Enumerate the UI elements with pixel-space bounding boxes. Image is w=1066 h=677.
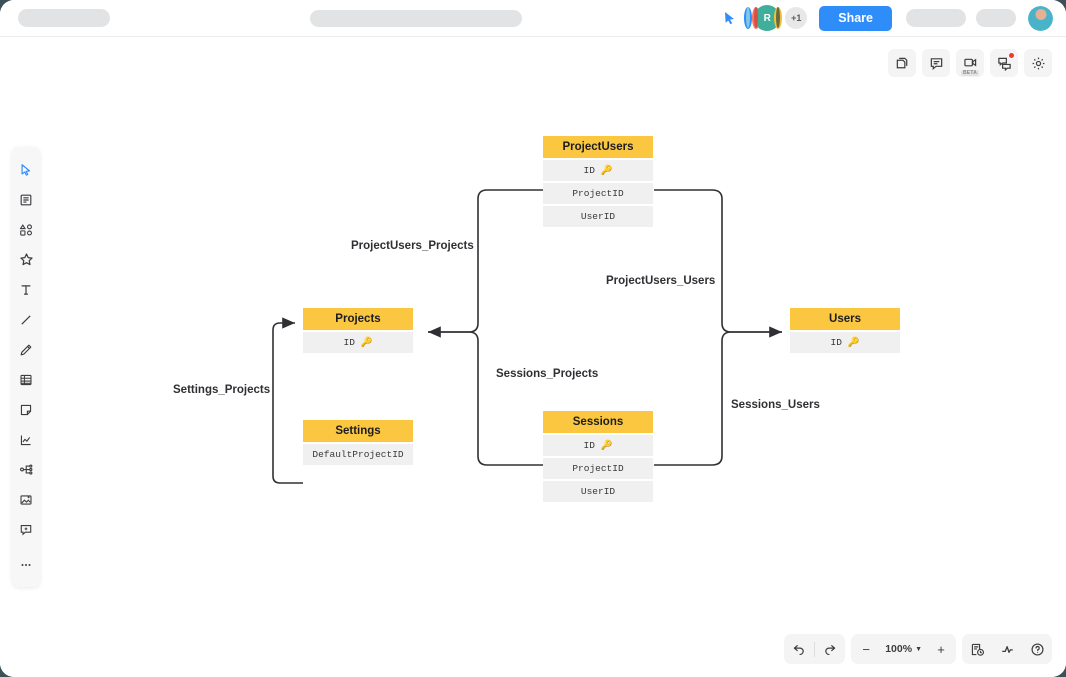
- redo-button[interactable]: [815, 634, 845, 664]
- history-button-group: [962, 634, 1052, 664]
- zoom-controls: − 100% ▼ +: [851, 634, 956, 664]
- connector-settings-projects: [272, 317, 303, 484]
- avatar-collaborator-1[interactable]: [744, 7, 753, 29]
- note-tool[interactable]: [12, 395, 40, 424]
- connector-projectusers-users: [654, 189, 782, 338]
- cursor-tool[interactable]: [12, 155, 40, 184]
- erd-row: ProjectID: [543, 183, 653, 204]
- erd-table-title: ProjectUsers: [543, 136, 653, 158]
- erd-row: ProjectID: [543, 458, 653, 479]
- erd-row: ID 🔑: [543, 435, 653, 456]
- table-tool[interactable]: [12, 365, 40, 394]
- relationship-connectors: [272, 189, 782, 484]
- erd-table-title: Sessions: [543, 411, 653, 433]
- pen-tool[interactable]: [12, 335, 40, 364]
- image-tool[interactable]: [12, 485, 40, 514]
- shapes-tool[interactable]: [12, 215, 40, 244]
- notification-dot: [1009, 53, 1014, 58]
- relationship-label-projectusers-projects[interactable]: ProjectUsers_Projects: [351, 240, 474, 252]
- erd-table-project-users[interactable]: ProjectUsers ID 🔑 ProjectID UserID: [543, 136, 653, 227]
- board-title-placeholder[interactable]: [310, 9, 523, 27]
- relationship-label-sessions-users[interactable]: Sessions_Users: [731, 399, 820, 411]
- erd-table-settings[interactable]: Settings DefaultProjectID: [303, 420, 413, 465]
- history-icon[interactable]: [962, 634, 992, 664]
- erd-row: ID 🔑: [790, 332, 900, 353]
- cursor-pointer-icon: [725, 12, 735, 25]
- erd-table-projects[interactable]: Projects ID 🔑: [303, 308, 413, 353]
- help-icon[interactable]: [1022, 634, 1052, 664]
- topbar-action-placeholder-2[interactable]: [976, 9, 1016, 27]
- canvas[interactable]: BETA: [0, 37, 1066, 677]
- relationship-label-projectusers-users[interactable]: ProjectUsers_Users: [606, 275, 716, 287]
- zoom-in-button[interactable]: +: [937, 641, 945, 657]
- avatar-initial: R: [756, 7, 779, 29]
- mindmap-tool[interactable]: [12, 455, 40, 484]
- zoom-out-button[interactable]: −: [862, 641, 870, 657]
- relationship-label-sessions-projects[interactable]: Sessions_Projects: [496, 368, 599, 380]
- line-tool[interactable]: [12, 305, 40, 334]
- topbar-action-placeholder-1[interactable]: [906, 9, 966, 27]
- erd-row: UserID: [543, 481, 653, 502]
- undo-button[interactable]: [784, 634, 814, 664]
- erd-table-title: Settings: [303, 420, 413, 442]
- er-diagram: ProjectUsers ID 🔑 ProjectID UserID Proje…: [0, 37, 1066, 677]
- zoom-level-dropdown[interactable]: 100% ▼: [881, 643, 926, 655]
- zoom-level-value: 100%: [885, 643, 913, 655]
- erd-row: UserID: [543, 206, 653, 227]
- top-bar: R +1 Share: [0, 0, 1066, 37]
- relationship-label-settings-projects[interactable]: Settings_Projects: [173, 384, 271, 396]
- comment-icon[interactable]: [922, 49, 950, 77]
- erd-table-title: Projects: [303, 308, 413, 330]
- history-controls: [784, 634, 846, 664]
- chat-icon[interactable]: [990, 49, 1018, 77]
- comment-add-tool[interactable]: [12, 515, 40, 544]
- toolbar-divider: [814, 641, 816, 657]
- activity-icon[interactable]: [992, 634, 1022, 664]
- sticky-note-tool[interactable]: [12, 185, 40, 214]
- erd-row: ID 🔑: [543, 160, 653, 181]
- erd-row: ID 🔑: [303, 332, 413, 353]
- text-tool[interactable]: [12, 275, 40, 304]
- avatar-collaborator-2[interactable]: [752, 7, 761, 29]
- current-user-avatar[interactable]: [1028, 5, 1053, 31]
- connector-projectusers-projects: [428, 189, 543, 338]
- erd-row: DefaultProjectID: [303, 444, 413, 465]
- collaborator-avatars: R +1: [744, 5, 808, 31]
- pages-icon[interactable]: [888, 49, 916, 77]
- gear-icon[interactable]: [1024, 49, 1052, 77]
- erd-table-title: Users: [790, 308, 900, 330]
- share-button[interactable]: Share: [819, 5, 892, 31]
- left-toolbar: [12, 147, 40, 587]
- erd-table-users[interactable]: Users ID 🔑: [790, 308, 900, 353]
- workspace-name-placeholder[interactable]: [18, 9, 110, 27]
- avatar-collaborator-4[interactable]: [774, 7, 783, 29]
- avatar-overflow-badge[interactable]: +1: [785, 7, 808, 29]
- more-tools[interactable]: [12, 550, 40, 579]
- chart-tool[interactable]: [12, 425, 40, 454]
- erd-table-sessions[interactable]: Sessions ID 🔑 ProjectID UserID: [543, 411, 653, 502]
- top-right-toolbar: BETA: [888, 49, 1052, 77]
- connector-sessions-projects: [428, 331, 543, 466]
- chevron-down-icon: ▼: [915, 645, 922, 653]
- star-tool[interactable]: [12, 245, 40, 274]
- beta-badge: BETA: [960, 70, 980, 76]
- bottom-right-toolbar: − 100% ▼ +: [784, 634, 1052, 664]
- video-icon[interactable]: BETA: [956, 49, 984, 77]
